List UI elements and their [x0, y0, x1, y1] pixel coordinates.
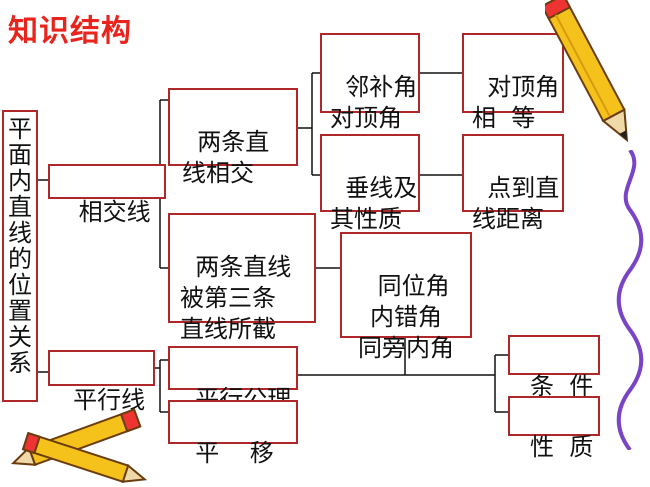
- pencils-icon: [10, 408, 148, 483]
- two-lines-intersect-label: 两条直 线相交: [182, 128, 270, 187]
- angles-node: 同位角 内错角 同旁内角: [340, 232, 472, 362]
- point-distance-label: 点到直 线距离: [472, 174, 560, 233]
- two-lines-intersect-node: 两条直 线相交: [168, 88, 298, 187]
- translation-label: 平 移: [195, 439, 274, 467]
- wavy-line-icon: [616, 150, 644, 450]
- pencil-icon: [545, 0, 629, 143]
- intersect-node: 相交线: [48, 164, 166, 226]
- vertical-equal-node: 对顶角 相 等: [462, 33, 564, 132]
- point-distance-node: 点到直 线距离: [462, 134, 564, 233]
- property-node: 性 质: [508, 396, 600, 461]
- parallel-axiom-node: 平行公理: [168, 346, 298, 413]
- adjacent-vertical-label: 邻补角 对顶角: [330, 73, 418, 132]
- cut-by-third-label: 两条直线 被第三条 直线所截: [180, 253, 292, 343]
- translation-node: 平 移: [168, 400, 298, 467]
- page-title: 知识结构: [8, 14, 132, 49]
- condition-node: 条 件: [508, 335, 600, 400]
- root-label: 平面内直线的位置关系: [8, 115, 32, 377]
- cut-by-third-node: 两条直线 被第三条 直线所截: [168, 213, 316, 343]
- vertical-equal-label: 对顶角 相 等: [472, 73, 560, 132]
- angles-label: 同位角 内错角 同旁内角: [358, 272, 454, 362]
- condition-label: 条 件: [530, 372, 594, 400]
- perpendicular-label: 垂线及 其性质: [330, 174, 418, 233]
- perpendicular-node: 垂线及 其性质: [320, 134, 420, 233]
- property-label: 性 质: [530, 433, 594, 461]
- intersect-label: 相交线: [78, 198, 151, 226]
- adjacent-vertical-node: 邻补角 对顶角: [320, 33, 420, 132]
- root-node: 平面内直线的位置关系: [2, 110, 38, 402]
- parallel-node: 平行线: [48, 350, 155, 414]
